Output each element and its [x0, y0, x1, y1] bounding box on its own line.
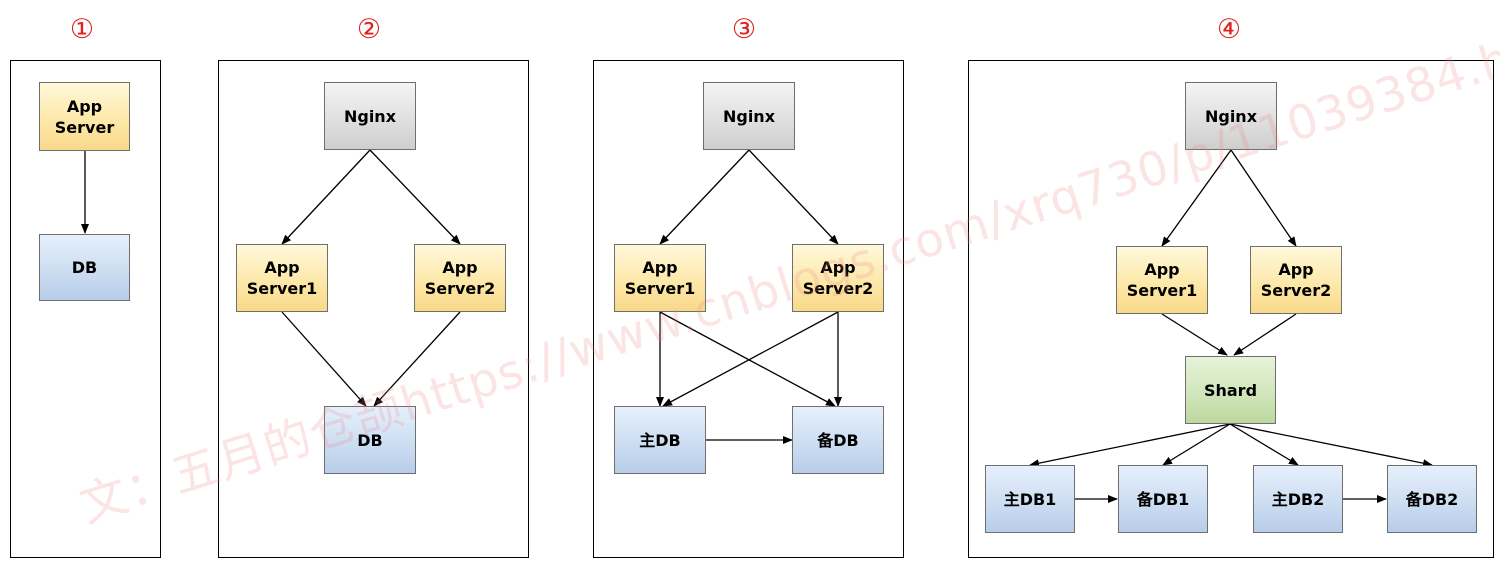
panel-2	[218, 60, 529, 558]
arrow-shard-to-master-db1	[1029, 423, 1231, 468]
arrow-nginx-to-app2	[369, 149, 461, 245]
panel-1	[10, 60, 161, 558]
backup-db2-node: 备DB2	[1387, 465, 1477, 533]
app-server-node: App Server	[39, 82, 130, 151]
panel-number-1: ①	[69, 14, 95, 45]
shard-node: Shard	[1185, 356, 1276, 424]
arrow-app1-to-shard	[1161, 313, 1228, 356]
arrow-shard-to-backup-db1	[1162, 423, 1231, 466]
nginx-node: Nginx	[703, 82, 795, 150]
arrow-app2-to-master-db	[662, 311, 839, 407]
master-db-node: 主DB	[614, 406, 706, 474]
arrow-app1-to-backup-db	[659, 311, 836, 407]
backup-db1-node: 备DB1	[1118, 465, 1208, 533]
master-db1-node: 主DB1	[985, 465, 1075, 533]
arrow-nginx-to-app2	[1230, 149, 1297, 247]
app-server1-node: App Server1	[614, 244, 706, 312]
db-node: DB	[324, 406, 416, 474]
panel-number-2: ②	[356, 14, 382, 45]
app-server2-node: App Server2	[792, 244, 884, 312]
db-node: DB	[39, 234, 130, 301]
nginx-node: Nginx	[324, 82, 416, 150]
arrow-app2-to-shard	[1233, 313, 1297, 356]
arrow-nginx-to-app1	[281, 149, 371, 245]
nginx-node: Nginx	[1185, 82, 1277, 150]
arrow-app2-to-db	[373, 311, 461, 407]
arrow-shard-to-master-db2	[1229, 423, 1299, 466]
app-server1-node: App Server1	[1116, 246, 1208, 314]
arrow-nginx-to-app2	[748, 149, 839, 245]
panel-4	[968, 60, 1494, 558]
backup-db-node: 备DB	[792, 406, 884, 474]
arrow-nginx-to-app1	[1161, 149, 1232, 247]
arrow-nginx-to-app1	[659, 149, 750, 245]
arrow-shard-to-backup-db2	[1229, 423, 1433, 468]
panel-3	[593, 60, 904, 558]
app-server2-node: App Server2	[414, 244, 506, 312]
panel-number-3: ③	[731, 14, 757, 45]
panel-number-4: ④	[1216, 14, 1242, 45]
master-db2-node: 主DB2	[1253, 465, 1343, 533]
app-server2-node: App Server2	[1250, 246, 1342, 314]
app-server1-node: App Server1	[236, 244, 328, 312]
arrow-app1-to-db	[281, 311, 367, 407]
